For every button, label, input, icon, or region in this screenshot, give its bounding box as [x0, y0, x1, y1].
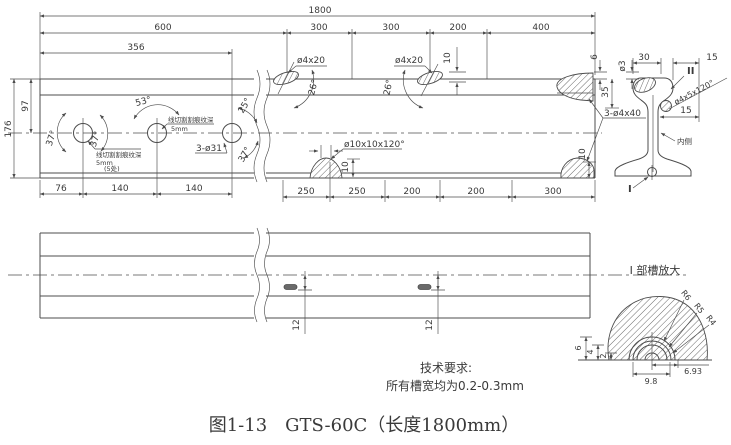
- dim-300c: 300: [544, 187, 561, 197]
- label-inner-side: 内侧: [677, 136, 692, 146]
- break-line: [254, 227, 260, 323]
- dim-250b: 250: [348, 187, 365, 197]
- plan-view: 12 12: [8, 227, 686, 334]
- dim-dia3: ø3: [618, 60, 628, 71]
- dim-10-mid: 10: [443, 52, 453, 64]
- dim-15-top: 15: [706, 53, 717, 63]
- angle-37-right: 37°: [89, 130, 103, 148]
- end-hole-top: [556, 72, 594, 102]
- dim-600: 600: [154, 23, 171, 33]
- dim-10-bump: 10: [341, 161, 351, 173]
- break-line: [253, 69, 261, 183]
- callout-slot2: ø4x20: [395, 56, 423, 66]
- note-wirecut-1: 线切割割痕纹深: [96, 150, 142, 159]
- angle-53: 53°: [134, 95, 152, 109]
- dim-400: 400: [532, 23, 549, 33]
- tech-req-line: 所有槽宽均为0.2-0.3mm: [386, 378, 524, 393]
- rail-cross-section: 30 15 ø3 II ø4x5x120° 15 内侧 I: [614, 53, 728, 195]
- detail-body: [607, 296, 708, 361]
- radius-r4: R4: [704, 313, 718, 327]
- dim-6-end: 6: [590, 54, 600, 60]
- angle-26-slot2: 26°: [382, 79, 395, 97]
- head-hole-section: [634, 77, 656, 93]
- angle-37-left: 37°: [45, 129, 59, 147]
- note-wirecut-1-depth: 5mm: [96, 159, 113, 167]
- rail-profile: [614, 77, 692, 177]
- detail-title: I 部槽放大: [630, 263, 681, 277]
- dim-12a: 12: [292, 319, 302, 330]
- callout-slot1: ø4x20: [297, 56, 325, 66]
- slot-mark: [417, 284, 432, 290]
- callout-end-holes: 3-ø4x40: [604, 109, 641, 119]
- note-wirecut-2-depth: 5mm: [171, 125, 188, 133]
- dim-12b: 12: [425, 319, 435, 330]
- end-hole-bottom: [560, 157, 595, 179]
- dim-140b: 140: [185, 184, 202, 194]
- mark-II: II: [687, 66, 694, 77]
- detail-dim-98: 9.8: [645, 377, 658, 386]
- radius-r6: R6: [679, 288, 693, 302]
- detail-dim-6: 6: [574, 345, 583, 350]
- dim-250a: 250: [297, 187, 314, 197]
- tech-req-title: 技术要求:: [420, 361, 472, 375]
- slot-mark: [283, 284, 298, 290]
- dim-200a: 200: [403, 187, 420, 197]
- break-line: [263, 69, 271, 183]
- dim-10-end: 10: [578, 148, 588, 160]
- dim-140a: 140: [111, 184, 128, 194]
- mark-I: I: [628, 184, 632, 195]
- dim-35-end: 35: [601, 86, 611, 97]
- dim-76: 76: [55, 184, 67, 194]
- tech-requirements: 技术要求: 所有槽宽均为0.2-0.3mm: [386, 361, 524, 393]
- dim-30: 30: [638, 53, 650, 63]
- detail-dim-693: 6.93: [684, 367, 702, 376]
- dim-300b: 300: [382, 23, 399, 33]
- angle-26-slot1: 26°: [307, 78, 321, 96]
- main-side-view: 1800 600 300 300 200 400 356 176 97 76 1…: [4, 6, 646, 202]
- dim-176: 176: [4, 120, 14, 137]
- figure-caption: 图1-13 GTS-60C（长度1800mm）: [209, 415, 520, 436]
- detail-dim-4: 4: [586, 349, 595, 354]
- groove-detail: I 部槽放大 R6 R5 R4 6 4 2 9.8 6.93: [574, 263, 718, 386]
- angle-25: 25°: [237, 97, 254, 116]
- angle-37-hole3: 37°: [237, 146, 254, 165]
- dim-200b: 200: [467, 187, 484, 197]
- side-hole-section: [660, 100, 672, 112]
- callout-chamfer-hole: ø4x5x120°: [673, 78, 716, 107]
- detail-dim-2: 2: [599, 353, 608, 358]
- note-wirecut-places: (5处): [104, 164, 120, 173]
- note-wirecut-2: 线切割割痕纹深: [168, 115, 214, 124]
- dim-300a: 300: [310, 23, 327, 33]
- dim-15-side: 15: [680, 106, 691, 116]
- callout-bump: ø10x10x120°: [344, 140, 405, 150]
- bottom-bump: [309, 157, 343, 179]
- callout-holes: 3-ø31: [196, 144, 222, 154]
- dim-97: 97: [21, 100, 31, 111]
- plan-outline: [39, 232, 591, 319]
- dim-356: 356: [127, 43, 144, 53]
- dim-overall: 1800: [309, 6, 332, 16]
- dim-200: 200: [449, 23, 466, 33]
